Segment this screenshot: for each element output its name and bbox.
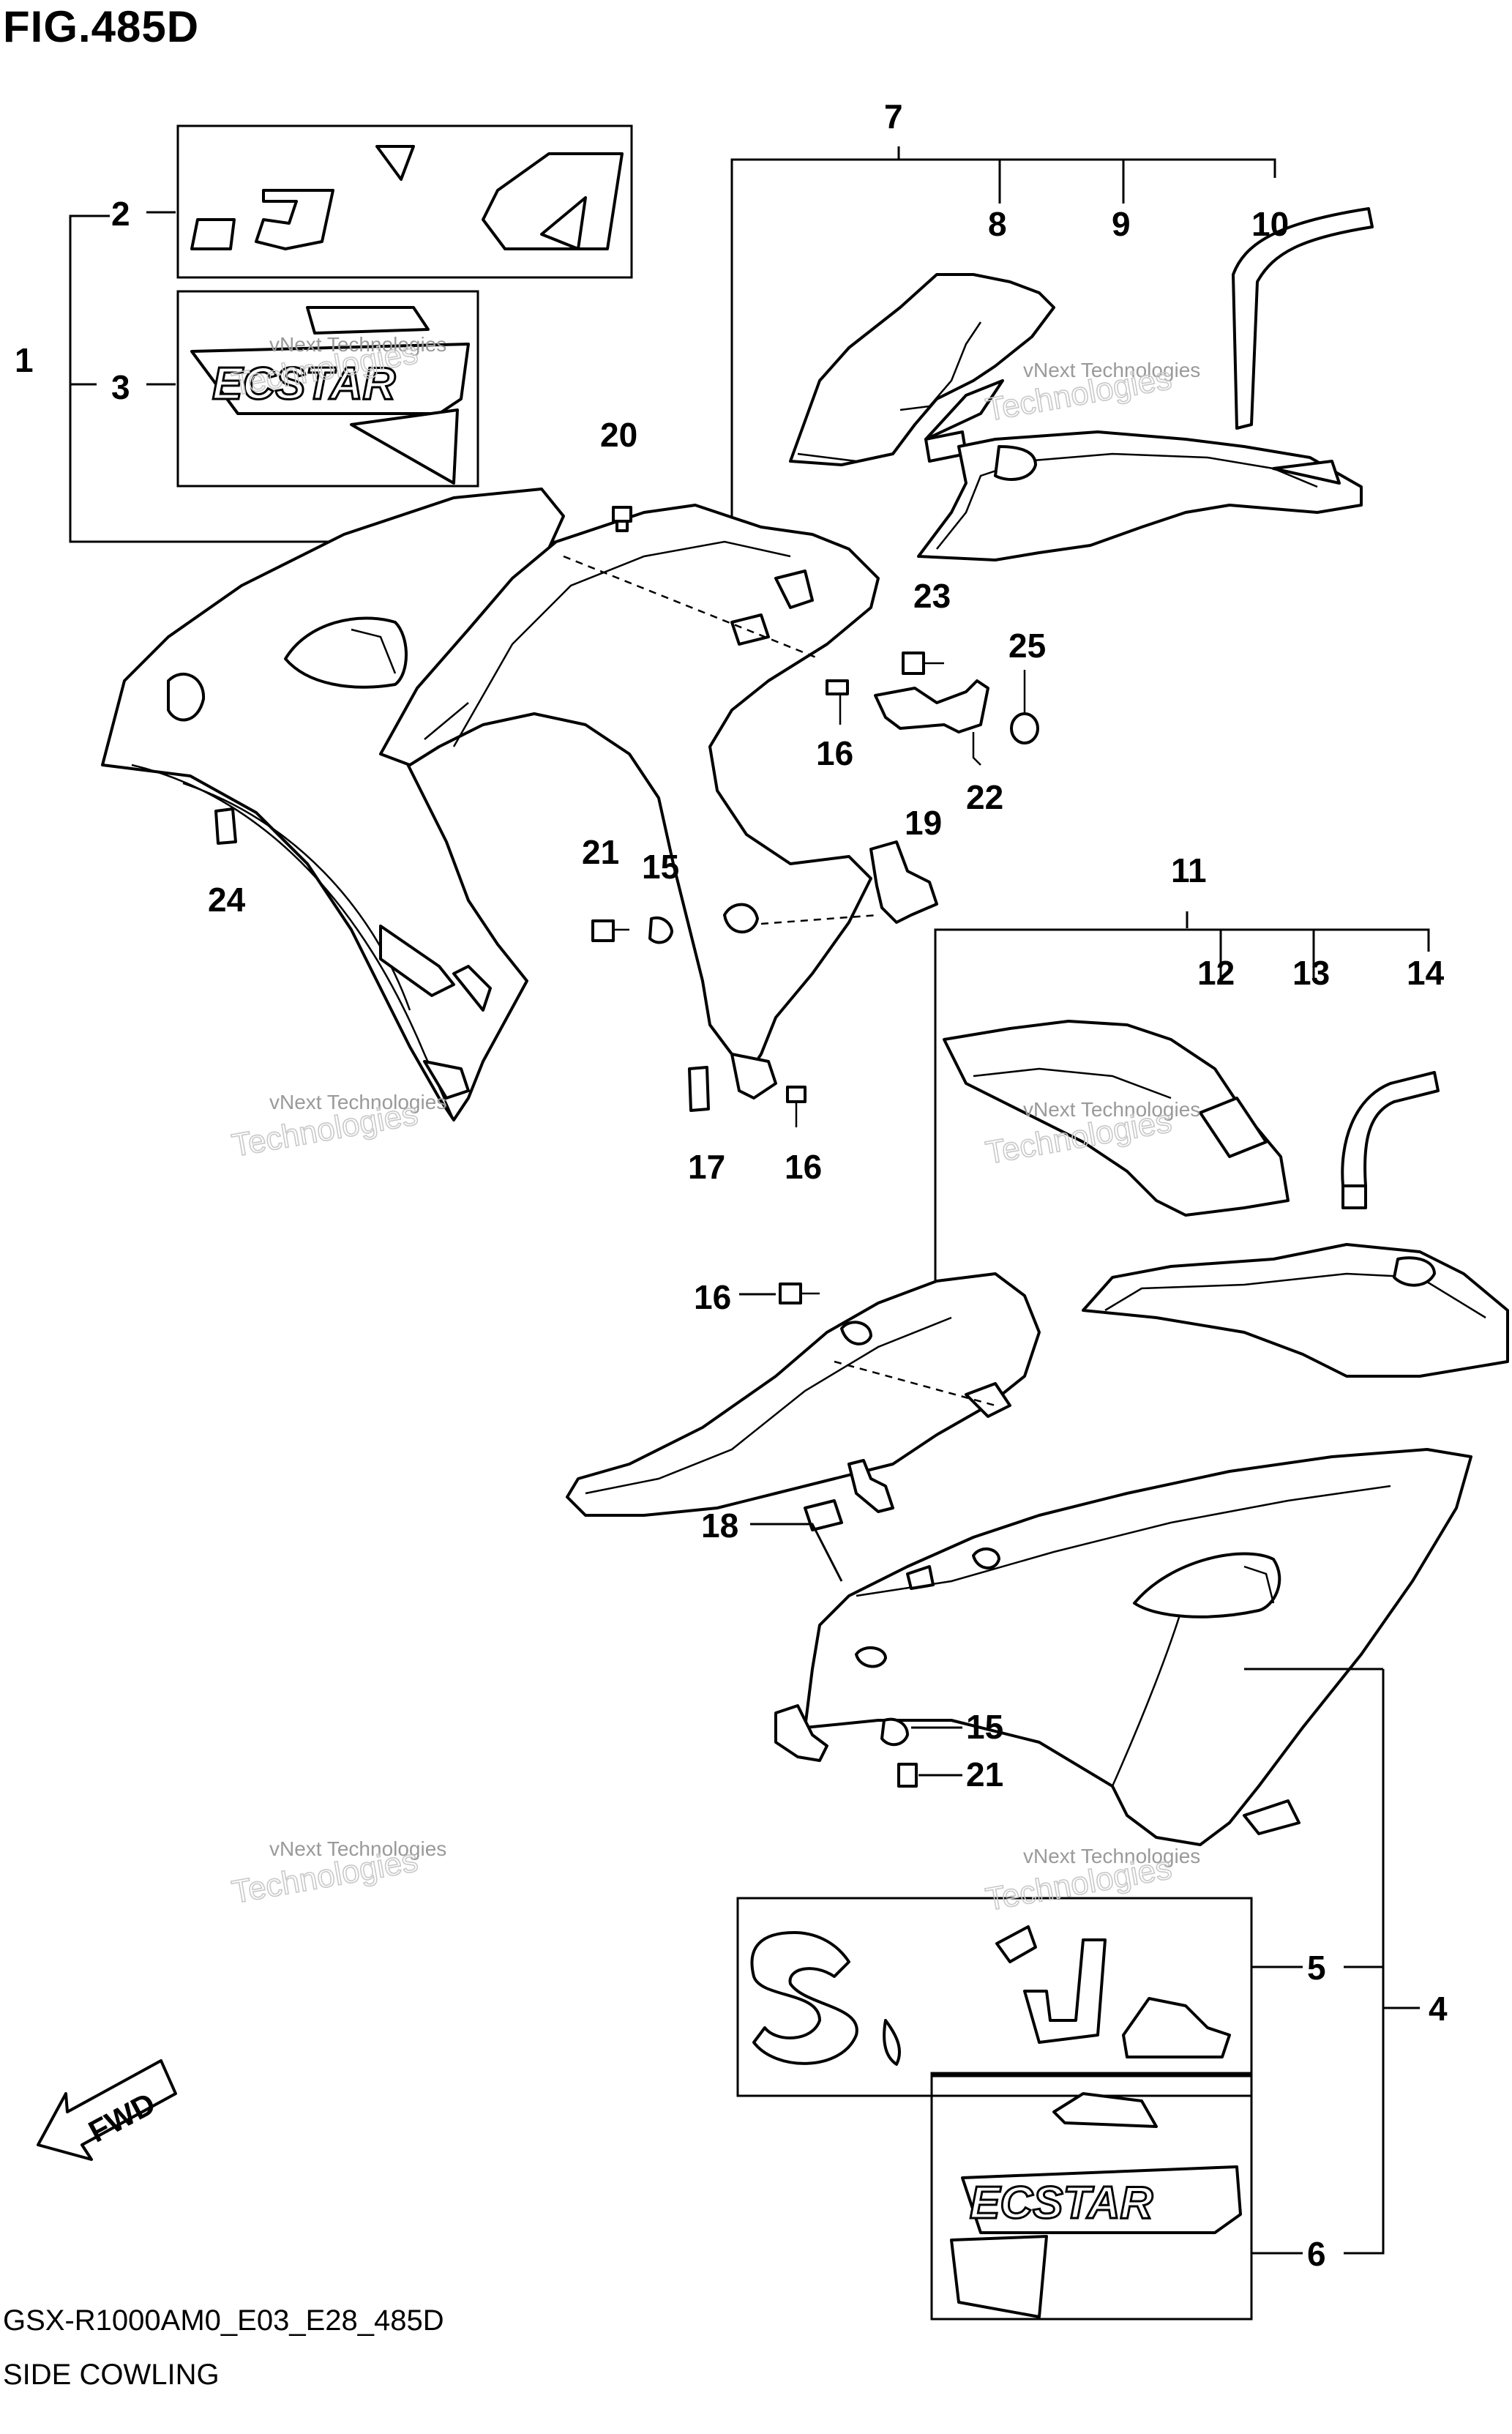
ecstar-decal-text-2: ECSTAR [970,2178,1153,2228]
part-14 [1341,1071,1440,1187]
callout-9: 9 [1112,205,1131,243]
callout-5: 5 [1307,1949,1326,1987]
upper-inner-panel [379,504,880,1100]
watermark-3: vNext Technologies [269,1091,446,1113]
callout-4: 4 [1429,1990,1448,2028]
decal-box-2 [176,124,633,279]
callout-7: 7 [884,97,903,135]
inner-panel-set-lower: 11 12 13 14 [934,851,1509,1378]
decal-set-left: ECSTAR 1 2 3 [15,124,733,543]
watermark-2: vNext Technologies [1023,359,1200,381]
callout-21-b: 21 [966,1755,1003,1793]
watermark-6: vNext Technologies [1023,1845,1200,1867]
fwd-arrow-icon: FWD [37,2059,177,2161]
callout-19: 19 [905,804,942,842]
callout-20: 20 [600,416,637,454]
callout-3: 3 [111,368,130,406]
watermark-1: vNext Technologies [269,333,446,356]
decal-box-6 [930,2072,1253,2321]
callout-14: 14 [1407,954,1445,992]
callout-6: 6 [1307,2235,1326,2273]
callout-16-a: 16 [816,734,853,772]
decal-box-3 [176,290,479,488]
fasteners-upper: 20 23 22 25 16 19 21 15 [208,416,1046,1186]
callout-2: 2 [111,195,130,233]
callout-18: 18 [701,1507,738,1545]
inner-panel-set-upper: 7 8 9 10 [730,97,1374,561]
ecstar-decal-left [190,343,470,415]
figure-name: SIDE COWLING [3,2359,220,2391]
part-13 [1082,1243,1509,1378]
decal-set-right: ECSTAR 5 4 6 [736,1668,1448,2321]
part-10 [1232,207,1374,430]
lower-right-cowling [804,1448,1472,1846]
callout-24: 24 [208,881,246,919]
ecstar-decal-right [961,2165,1242,2234]
clip-24 [214,807,237,845]
callout-8: 8 [988,205,1007,243]
part-8 [789,273,1055,466]
callout-16-b: 16 [785,1148,822,1186]
callout-22: 22 [966,778,1003,816]
lower-inner-panel [566,1272,1041,1517]
callout-11: 11 [1171,851,1207,889]
figure-title: FIG.485D [3,2,200,51]
decal-box-5 [736,1897,1253,2097]
callout-10: 10 [1251,205,1289,243]
callout-21-a: 21 [582,833,619,871]
callout-12: 12 [1197,954,1235,992]
callout-23: 23 [913,577,951,615]
callout-15-b: 15 [966,1708,1003,1746]
watermark-5: vNext Technologies [269,1837,446,1860]
upper-left-cowling [101,488,565,1121]
callout-15-a: 15 [642,848,679,886]
callout-25: 25 [1008,627,1046,665]
lower-cowling-assembly [566,1272,1472,1846]
ecstar-decal-text: ECSTAR [212,359,396,409]
callout-17: 17 [688,1148,725,1186]
callout-1: 1 [15,341,34,379]
part-9 [917,430,1363,561]
fasteners-lower: 16 18 15 21 [694,1278,1003,1793]
callout-13: 13 [1292,954,1330,992]
callout-16-c: 16 [694,1278,731,1316]
figure-code: GSX-R1000AM0_E03_E28_485D [3,2304,444,2337]
watermark-4: vNext Technologies [1023,1098,1200,1121]
